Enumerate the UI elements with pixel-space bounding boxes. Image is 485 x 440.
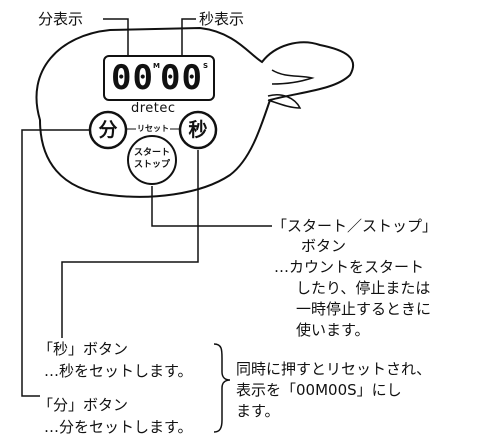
lcd-display [103,55,215,101]
lcd-seconds-unit: S [203,62,209,70]
brand-logo: dretec [131,101,176,116]
startstop-title: 「スタート／ストップ」 [272,217,438,235]
second-button-body: …秒をセットします。 [44,362,193,380]
lcd-seconds: 00 [160,58,203,98]
stem-detail [271,69,315,85]
startstop-button[interactable]: スタート ストップ [129,147,175,171]
second-button-title: 「秒」ボタン [38,340,129,358]
stem-detail-2 [267,94,302,109]
startstop-title2: ボタン [301,237,347,255]
startstop-label-line1: スタート [133,148,170,158]
second-button[interactable]: 秒 [188,119,208,141]
startstop-body-4: 使います。 [296,321,370,339]
second-button-circle [178,110,218,150]
lcd-minutes: 00 [111,58,154,98]
startstop-body-3: 一時停止するときに [296,300,432,318]
minute-display-label: 分表示 [38,10,84,28]
minute-button-title: 「分」ボタン [38,396,129,414]
brace [213,343,231,433]
reset-note-2: 表示を「00M00S」にし [236,381,402,399]
startstop-body-2: したり、停止または [296,279,431,297]
reset-note-1: 同時に押すとリセットされ、 [236,360,432,378]
second-button-leader [61,150,199,338]
startstop-leader [151,186,272,227]
second-display-label: 秒表示 [199,10,245,28]
minute-display-leader [103,18,129,56]
minute-button-leader [21,129,90,397]
startstop-label-line2: ストップ [133,160,170,170]
startstop-body-1: …カウントをスタート [274,258,425,276]
minute-button-body: …分をセットします。 [44,418,193,436]
startstop-button-circle [127,135,177,185]
second-display-leader [181,18,196,56]
minute-button[interactable]: 分 [98,119,118,141]
reset-note-3: ます。 [236,402,280,420]
lcd-minutes-unit: M [153,62,160,70]
reset-label: リセット [137,124,169,133]
